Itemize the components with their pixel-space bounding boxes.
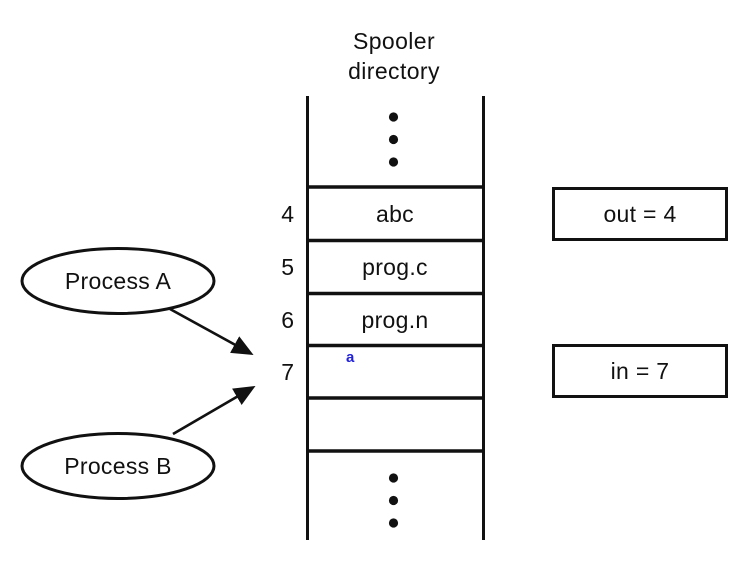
slot-value-abc: abc [376, 201, 414, 227]
slot-value-progn: prog.n [361, 307, 429, 333]
in-pointer-box: in = 7 [552, 344, 728, 398]
diagram-title-line1: Spooler [352, 28, 436, 54]
process-b-ellipse [20, 432, 216, 500]
in-pointer-label: in = 7 [610, 357, 670, 384]
slot-value-progc: prog.c [362, 254, 428, 280]
out-pointer-box: out = 4 [552, 187, 728, 241]
out-pointer-label: out = 4 [603, 200, 677, 227]
process-b-label: Process B [64, 453, 172, 479]
slot-index-4: 4 [281, 201, 294, 227]
slot-value-a-highlight: a [346, 349, 355, 366]
vertical-ellipsis-bottom-icon [388, 473, 399, 528]
vertical-ellipsis-top-icon [388, 112, 399, 167]
diagram-title: Spooler directory [294, 26, 494, 86]
diagram-title-line2: directory [348, 58, 440, 84]
arrow-process-b-to-slot7 [172, 385, 256, 436]
process-a-label: Process A [64, 268, 172, 294]
slot-index-6: 6 [281, 307, 294, 333]
process-a-ellipse [20, 247, 216, 315]
slot-index-7: 7 [281, 359, 294, 385]
slot-index-5: 5 [281, 254, 294, 280]
arrow-process-a-to-slot7 [169, 307, 254, 355]
